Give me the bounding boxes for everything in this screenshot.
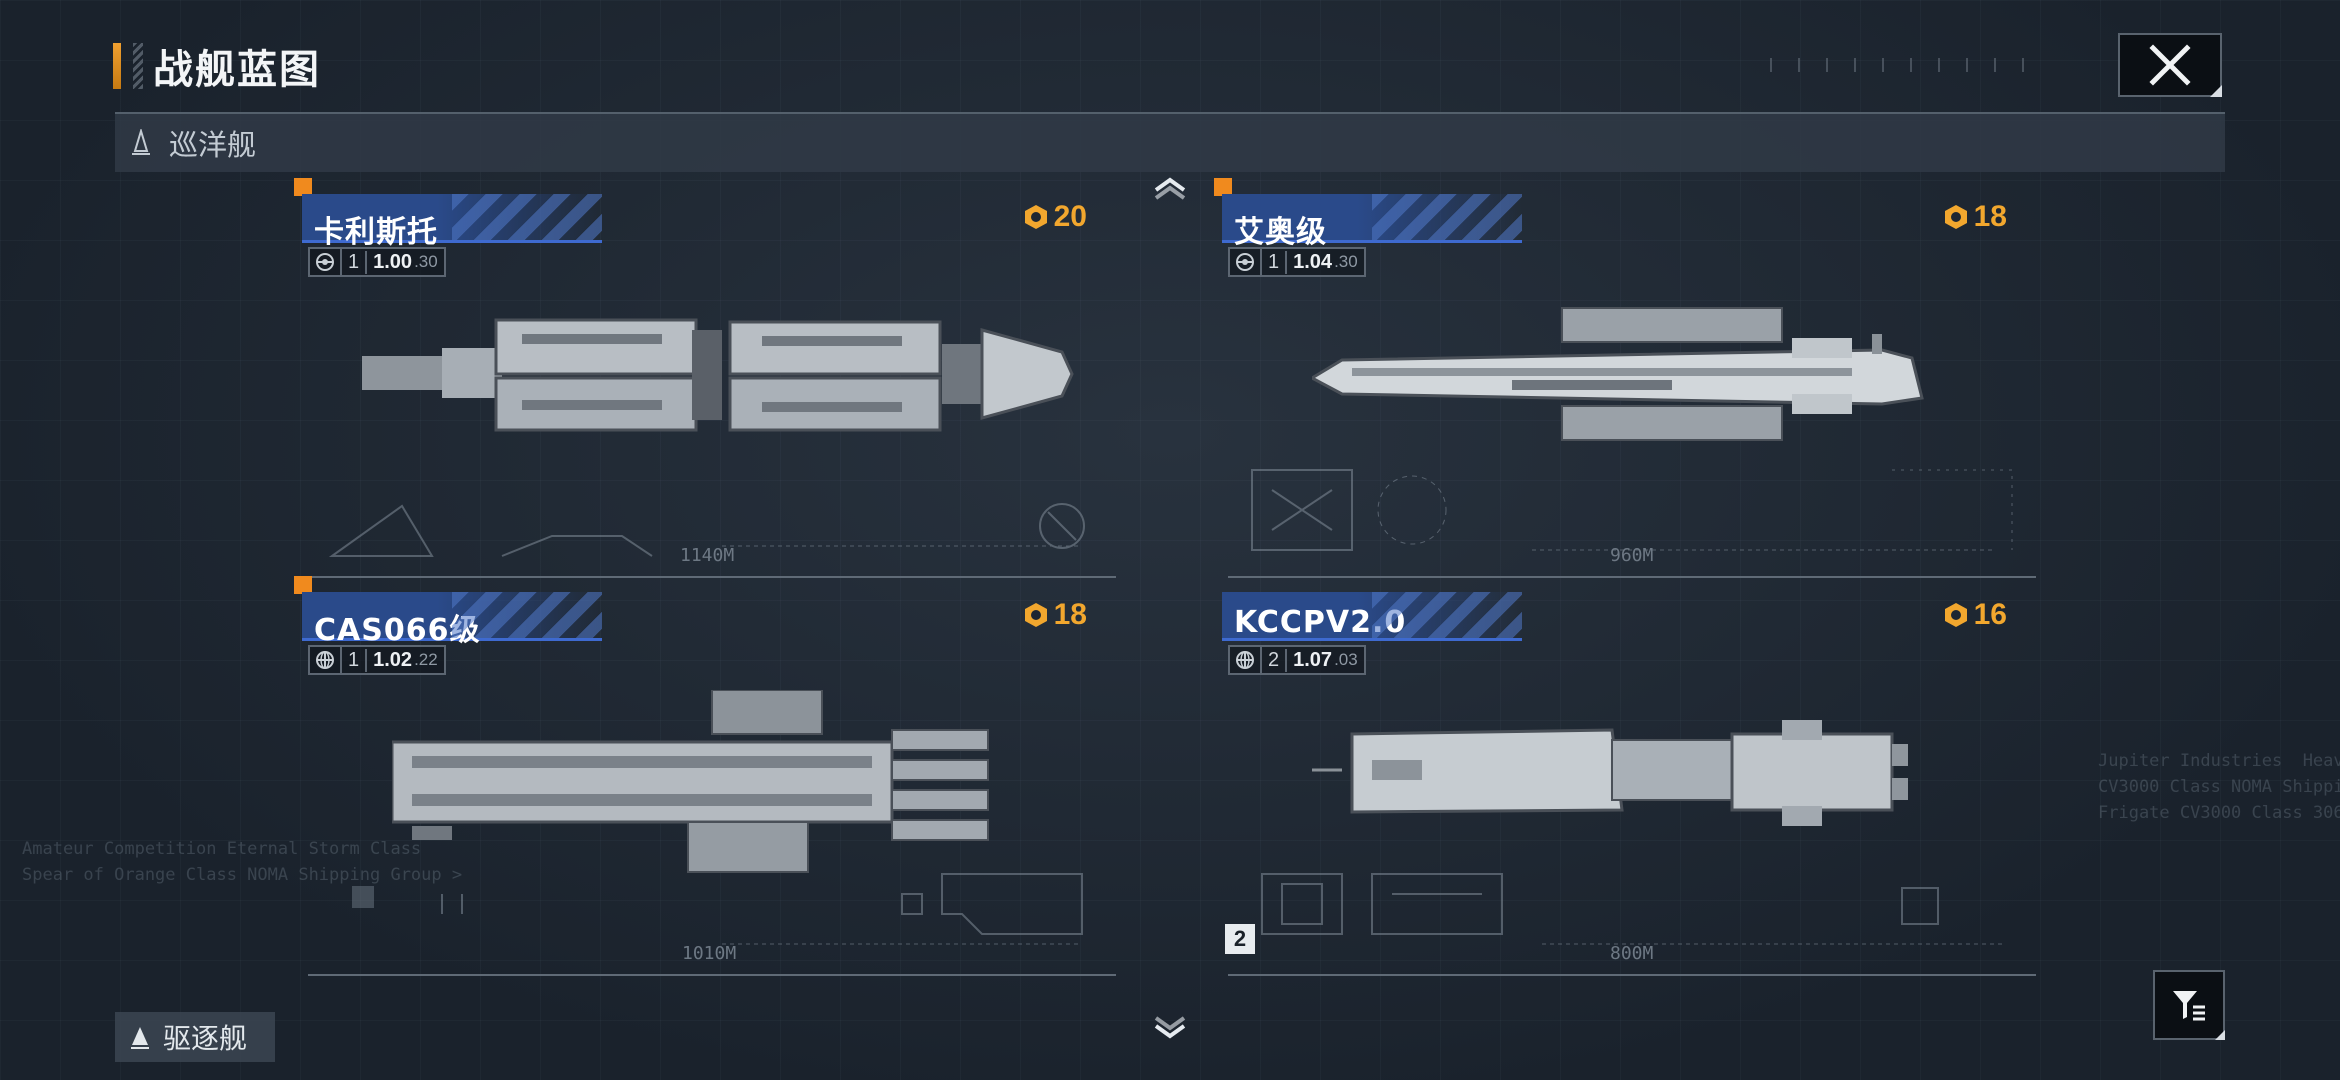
card-baseline <box>1228 576 2036 578</box>
ship-version-major: 1.00 <box>373 250 413 273</box>
ship-stats: 1 1.00 .30 <box>308 246 446 278</box>
globe-icon <box>1230 647 1262 673</box>
resource-hex-icon <box>1944 603 1967 627</box>
ship-name-banner: 卡利斯托 <box>302 194 602 250</box>
ship-cost-value: 18 <box>1053 598 1087 631</box>
ship-name: CAS066级 <box>314 613 481 648</box>
card-marker <box>1214 178 1232 196</box>
ship-stats: 1 1.04 .30 <box>1228 246 1366 278</box>
ship-cost: 18 <box>1022 598 1087 632</box>
filter-icon <box>2173 991 2205 1021</box>
cruiser-class-icon <box>132 129 150 155</box>
schematic-lines <box>1251 469 2013 551</box>
tier-badge: 2 <box>1225 924 1255 954</box>
ship-illustration <box>392 690 989 873</box>
globe-icon <box>310 647 342 673</box>
ship-illustration <box>1312 307 1924 441</box>
ship-version-major: 1.04 <box>1293 250 1333 273</box>
ship-tier: 2 <box>1262 648 1288 672</box>
resource-hex-icon <box>1944 205 1967 229</box>
ship-length: 1010M <box>682 943 737 964</box>
ship-name: 艾奥级 <box>1234 215 1327 250</box>
filter-button-notch <box>2215 1030 2225 1040</box>
ship-tier: 1 <box>342 648 368 672</box>
schematic-lines <box>352 873 1083 945</box>
header-decoration-ticks <box>1770 58 2050 72</box>
ship-name: 卡利斯托 <box>314 215 438 250</box>
card-marker <box>294 576 312 594</box>
ship-illustration <box>1312 720 1908 826</box>
stat-box: 2 1.07 .03 <box>1228 645 1366 675</box>
ship-version-major: 1.02 <box>373 648 413 671</box>
close-button[interactable] <box>2118 33 2222 97</box>
ship-version-minor: .03 <box>1334 650 1358 669</box>
destroyer-tab[interactable]: 驱逐舰 <box>115 1012 275 1062</box>
ship-name-banner: KCCPV2.0 <box>1222 592 1522 641</box>
ship-card-1[interactable]: 卡利斯托 20 1 1.00 .30 <box>294 178 1117 578</box>
scroll-up-button[interactable] <box>1152 176 1188 200</box>
card-baseline <box>1228 974 2036 976</box>
ship-tier: 1 <box>1262 250 1288 274</box>
ship-cost-value: 18 <box>1973 200 2007 233</box>
ship-tier: 1 <box>342 250 368 274</box>
page-header: 战舰蓝图 <box>113 38 321 94</box>
ship-illustration <box>362 318 1074 432</box>
destroyer-class-icon <box>131 1027 149 1049</box>
filter-button[interactable] <box>2153 970 2225 1040</box>
card-marker <box>294 178 312 196</box>
resource-hex-icon <box>1024 603 1047 627</box>
ship-version-minor: .30 <box>414 252 438 271</box>
ship-name: KCCPV2.0 <box>1234 605 1407 640</box>
ship-name-banner: CAS066级 <box>302 592 602 648</box>
ship-stats: 1 1.02 .22 <box>308 644 446 676</box>
schematic-lines <box>1261 873 2002 945</box>
ship-stats: 2 1.07 .03 <box>1228 644 1366 676</box>
background-text-right: Jupiter Industries Heavy Combat CV3000 C… <box>2098 751 2340 823</box>
header-accent-bar <box>113 43 121 89</box>
scroll-down-button[interactable] <box>1152 1016 1188 1040</box>
stat-box: 1 1.02 .22 <box>308 645 446 675</box>
card-baseline <box>308 576 1116 578</box>
ship-card-2[interactable]: 艾奥级 18 1 1.04 .30 960M <box>1214 178 2037 578</box>
ship-length: 800M <box>1610 943 1654 964</box>
ship-cost-value: 20 <box>1053 200 1087 233</box>
ship-version-major: 1.07 <box>1293 648 1333 671</box>
stat-box: 1 1.04 .30 <box>1228 247 1366 277</box>
close-button-notch <box>2210 85 2222 97</box>
ship-version-minor: .30 <box>1334 252 1358 271</box>
stat-box: 1 1.00 .30 <box>308 247 446 277</box>
schematic-lines <box>328 503 1085 557</box>
page-title: 战舰蓝图 <box>153 47 321 93</box>
header-stripes <box>133 43 143 89</box>
ship-length: 960M <box>1610 545 1654 566</box>
ship-cost: 20 <box>1022 200 1087 234</box>
category-label: 巡洋舰 <box>169 128 257 162</box>
target-icon <box>310 249 342 275</box>
background-text-left: Amateur Competition Eternal Storm Class … <box>22 839 463 885</box>
ship-length: 1140M <box>680 545 735 566</box>
ship-version-minor: .22 <box>414 650 438 669</box>
close-icon <box>2149 44 2191 86</box>
target-icon <box>1230 249 1262 275</box>
ship-card-4[interactable]: KCCPV2.0 16 2 1.07 .03 800M <box>1222 584 2037 976</box>
ship-cost: 16 <box>1942 598 2007 632</box>
card-baseline <box>308 974 1116 976</box>
header-rule <box>115 112 2225 114</box>
destroyer-tab-label: 驱逐舰 <box>163 1022 248 1055</box>
ship-card-3[interactable]: CAS066级 18 1 1.02 .22 <box>294 576 1117 976</box>
resource-hex-icon <box>1024 205 1047 229</box>
category-bar[interactable]: 巡洋舰 <box>115 114 2225 172</box>
ship-cost: 18 <box>1942 200 2007 234</box>
ship-cost-value: 16 <box>1973 598 2007 631</box>
ship-name-banner: 艾奥级 <box>1222 194 1522 250</box>
